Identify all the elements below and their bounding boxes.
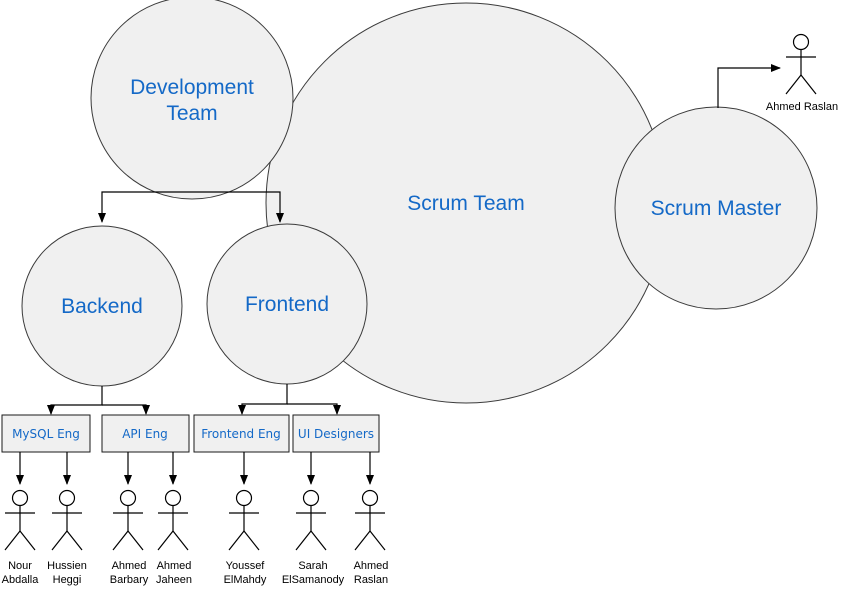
stick-figure-icon bbox=[51, 489, 83, 551]
actor-name-line-2: Raslan bbox=[354, 574, 388, 586]
mysql-eng-label: MySQL Eng bbox=[12, 427, 80, 441]
actor-name-line-2: Jaheen bbox=[156, 574, 192, 586]
actor-name-line-2: Heggi bbox=[53, 574, 82, 586]
ui-designers-box[interactable] bbox=[292, 414, 380, 453]
actor-name-line-1: Hussien bbox=[47, 560, 87, 572]
stick-figure-icon bbox=[785, 33, 817, 95]
dev-to-frontend-connector bbox=[192, 191, 284, 223]
frontend-to-frontend-eng-connector bbox=[238, 384, 288, 415]
scrum-team-label: Scrum Team bbox=[407, 192, 524, 215]
stick-figure-icon bbox=[295, 489, 327, 551]
backend-label: Backend bbox=[61, 295, 143, 318]
api-eng-label: API Eng bbox=[122, 427, 168, 441]
backend-to-api-connector bbox=[102, 404, 150, 415]
frontend-label: Frontend bbox=[245, 293, 329, 316]
actor-name-scrum-master: Ahmed Raslan bbox=[766, 101, 838, 113]
stick-figure-icon bbox=[4, 489, 36, 551]
development-team-node[interactable] bbox=[90, 0, 294, 200]
actor-name-line-2: Barbary bbox=[110, 574, 149, 586]
actor-name-line-1: Ahmed bbox=[112, 560, 147, 572]
actor-name-line-2: ElMahdy bbox=[224, 574, 267, 586]
stick-figure-icon bbox=[228, 489, 260, 551]
frontend-eng-box[interactable] bbox=[193, 414, 290, 453]
scrum-master-label: Scrum Master bbox=[651, 197, 782, 220]
actor-name-line-1: Ahmed bbox=[157, 560, 192, 572]
actor-name-line-2: Abdalla bbox=[2, 574, 40, 586]
stick-figure-icon bbox=[157, 489, 189, 551]
actor-name-line-1: Sarah bbox=[298, 560, 327, 572]
api-eng-box[interactable] bbox=[101, 414, 190, 453]
actor-name-line-2: ElSamanody bbox=[282, 574, 345, 586]
mysql-eng-box[interactable] bbox=[1, 414, 91, 453]
frontend-eng-label: Frontend Eng bbox=[201, 427, 281, 441]
dev-to-backend-connector bbox=[98, 191, 192, 223]
backend-to-mysql-connector bbox=[47, 386, 103, 415]
actor-name-line-1: Nour bbox=[8, 560, 32, 572]
actor-name-line-1: Youssef bbox=[226, 560, 266, 572]
stick-figure-icon bbox=[354, 489, 386, 551]
development-team-label-line-2: Team bbox=[166, 102, 217, 125]
scrum-master-node[interactable] bbox=[614, 106, 818, 310]
development-team-label-line-1: Development bbox=[130, 76, 254, 99]
actor-name-line-1: Ahmed bbox=[354, 560, 389, 572]
scrum-master-to-person-connector bbox=[717, 64, 781, 108]
stick-figure-icon bbox=[112, 489, 144, 551]
ui-designers-label: UI Designers bbox=[298, 427, 374, 441]
frontend-to-ui-designers-connector bbox=[287, 403, 341, 415]
